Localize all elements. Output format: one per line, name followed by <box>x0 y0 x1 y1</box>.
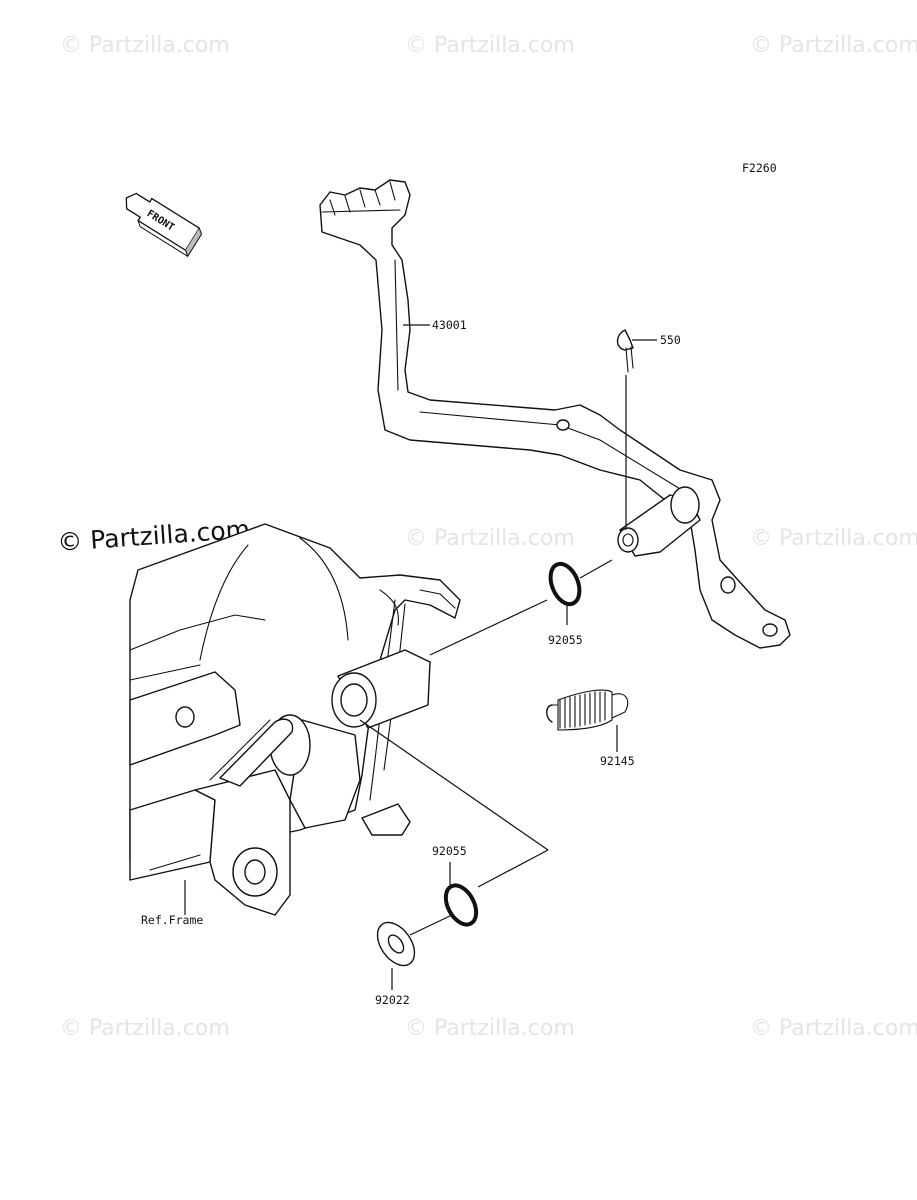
washer-part <box>376 921 416 967</box>
o-ring-lower-part <box>443 883 479 927</box>
part-number-550: 550 <box>660 333 681 347</box>
watermark-text: © Partzilla.com <box>60 1016 230 1041</box>
watermark-text: © Partzilla.com <box>405 1016 575 1041</box>
frame-reference <box>129 523 461 916</box>
o-ring-upper-part <box>548 561 582 607</box>
front-arrow-icon: FRONT <box>125 192 203 258</box>
return-spring-part <box>546 689 629 731</box>
watermark-text: © Partzilla.com <box>405 33 575 58</box>
watermark-text: © Partzilla.com <box>750 526 917 551</box>
lower-guide-line-b <box>477 849 549 888</box>
part-number-92145: 92145 <box>600 754 635 768</box>
part-number-92055-lower: 92055 <box>432 844 467 858</box>
boss-alignment-line <box>429 599 548 656</box>
lower-guide-line-a <box>359 719 549 851</box>
watermark-text: © Partzilla.com <box>750 1016 917 1041</box>
part-number-92022: 92022 <box>375 993 410 1007</box>
part-number-92055-upper: 92055 <box>548 633 583 647</box>
shaft-alignment-line <box>579 559 613 579</box>
ref-frame-label: Ref.Frame <box>141 913 203 927</box>
lower-guide-line-c <box>409 914 453 936</box>
part-number-43001: 43001 <box>432 318 467 332</box>
figure-code: F2260 <box>742 161 777 175</box>
watermark-text: © Partzilla.com <box>405 526 575 551</box>
watermark-text: © Partzilla.com <box>750 33 917 58</box>
brake-pedal-part <box>319 179 791 649</box>
watermark-text: © Partzilla.com <box>60 33 230 58</box>
cotter-pin-part <box>616 329 634 373</box>
watermark-layer: © Partzilla.com © Partzilla.com © Partzi… <box>60 33 917 1041</box>
